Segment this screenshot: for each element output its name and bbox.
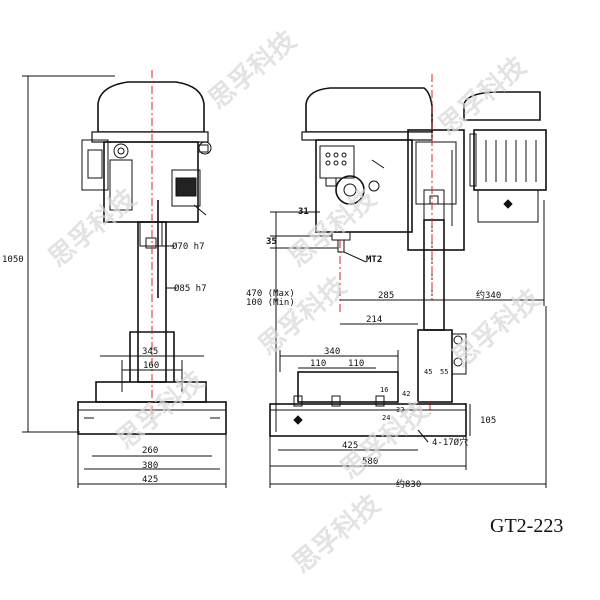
dim-260: 260	[142, 446, 158, 456]
dim-holes: 4-17Ø穴	[432, 436, 468, 448]
dim-110-a: 110	[310, 359, 326, 369]
dim-110-b: 110	[348, 359, 364, 369]
dim-24: 24	[382, 414, 390, 422]
dim-32: 32	[396, 406, 404, 414]
model-label: GT2-223	[490, 515, 563, 537]
dim-35: 35	[266, 237, 277, 247]
dim-285: 285	[378, 291, 394, 301]
watermark-1: 思孚科技	[203, 26, 302, 116]
dim-31: 31	[298, 207, 309, 217]
dim-stroke-max: 470 (Max)	[246, 289, 295, 299]
dim-214: 214	[366, 315, 382, 325]
dim-345: 345	[142, 347, 158, 357]
dim-45: 45	[424, 368, 432, 376]
dim-340-approx: 约340	[476, 289, 501, 301]
dim-830-approx: 约830	[396, 478, 421, 490]
dim-340: 340	[324, 347, 340, 357]
dim-380: 380	[142, 461, 158, 471]
dim-42: 42	[402, 390, 410, 398]
side-view: 31 35 MT2 470 (Max) 100 (Min) 285 约340 2…	[246, 74, 547, 490]
dim-taper-mt2: MT2	[366, 255, 382, 265]
dim-16: 16	[380, 386, 388, 394]
dim-105: 105	[480, 416, 496, 426]
watermark-3: 思孚科技	[43, 184, 142, 274]
dim-425-side: 425	[342, 441, 358, 451]
dim-column-dia: Ø85 h7	[174, 283, 207, 294]
dim-stroke-min: 100 (Min)	[246, 298, 295, 308]
dim-425-front: 425	[142, 475, 158, 485]
watermark-2: 思孚科技	[433, 52, 532, 142]
watermark-9: 思孚科技	[287, 490, 386, 580]
dim-height-1050: 1050	[2, 255, 24, 265]
dim-55: 55	[440, 368, 448, 376]
dim-spindle-dia: Ø70 h7	[172, 241, 205, 252]
front-view: 1050 Ø70 h7 Ø85 h7	[2, 70, 227, 488]
dim-160: 160	[143, 361, 159, 371]
dim-580: 580	[362, 457, 378, 467]
watermark-layer: 思孚科技 思孚科技 思孚科技 思孚科技 思孚科技 思孚科技 思孚科技 思孚科技 …	[43, 26, 546, 580]
